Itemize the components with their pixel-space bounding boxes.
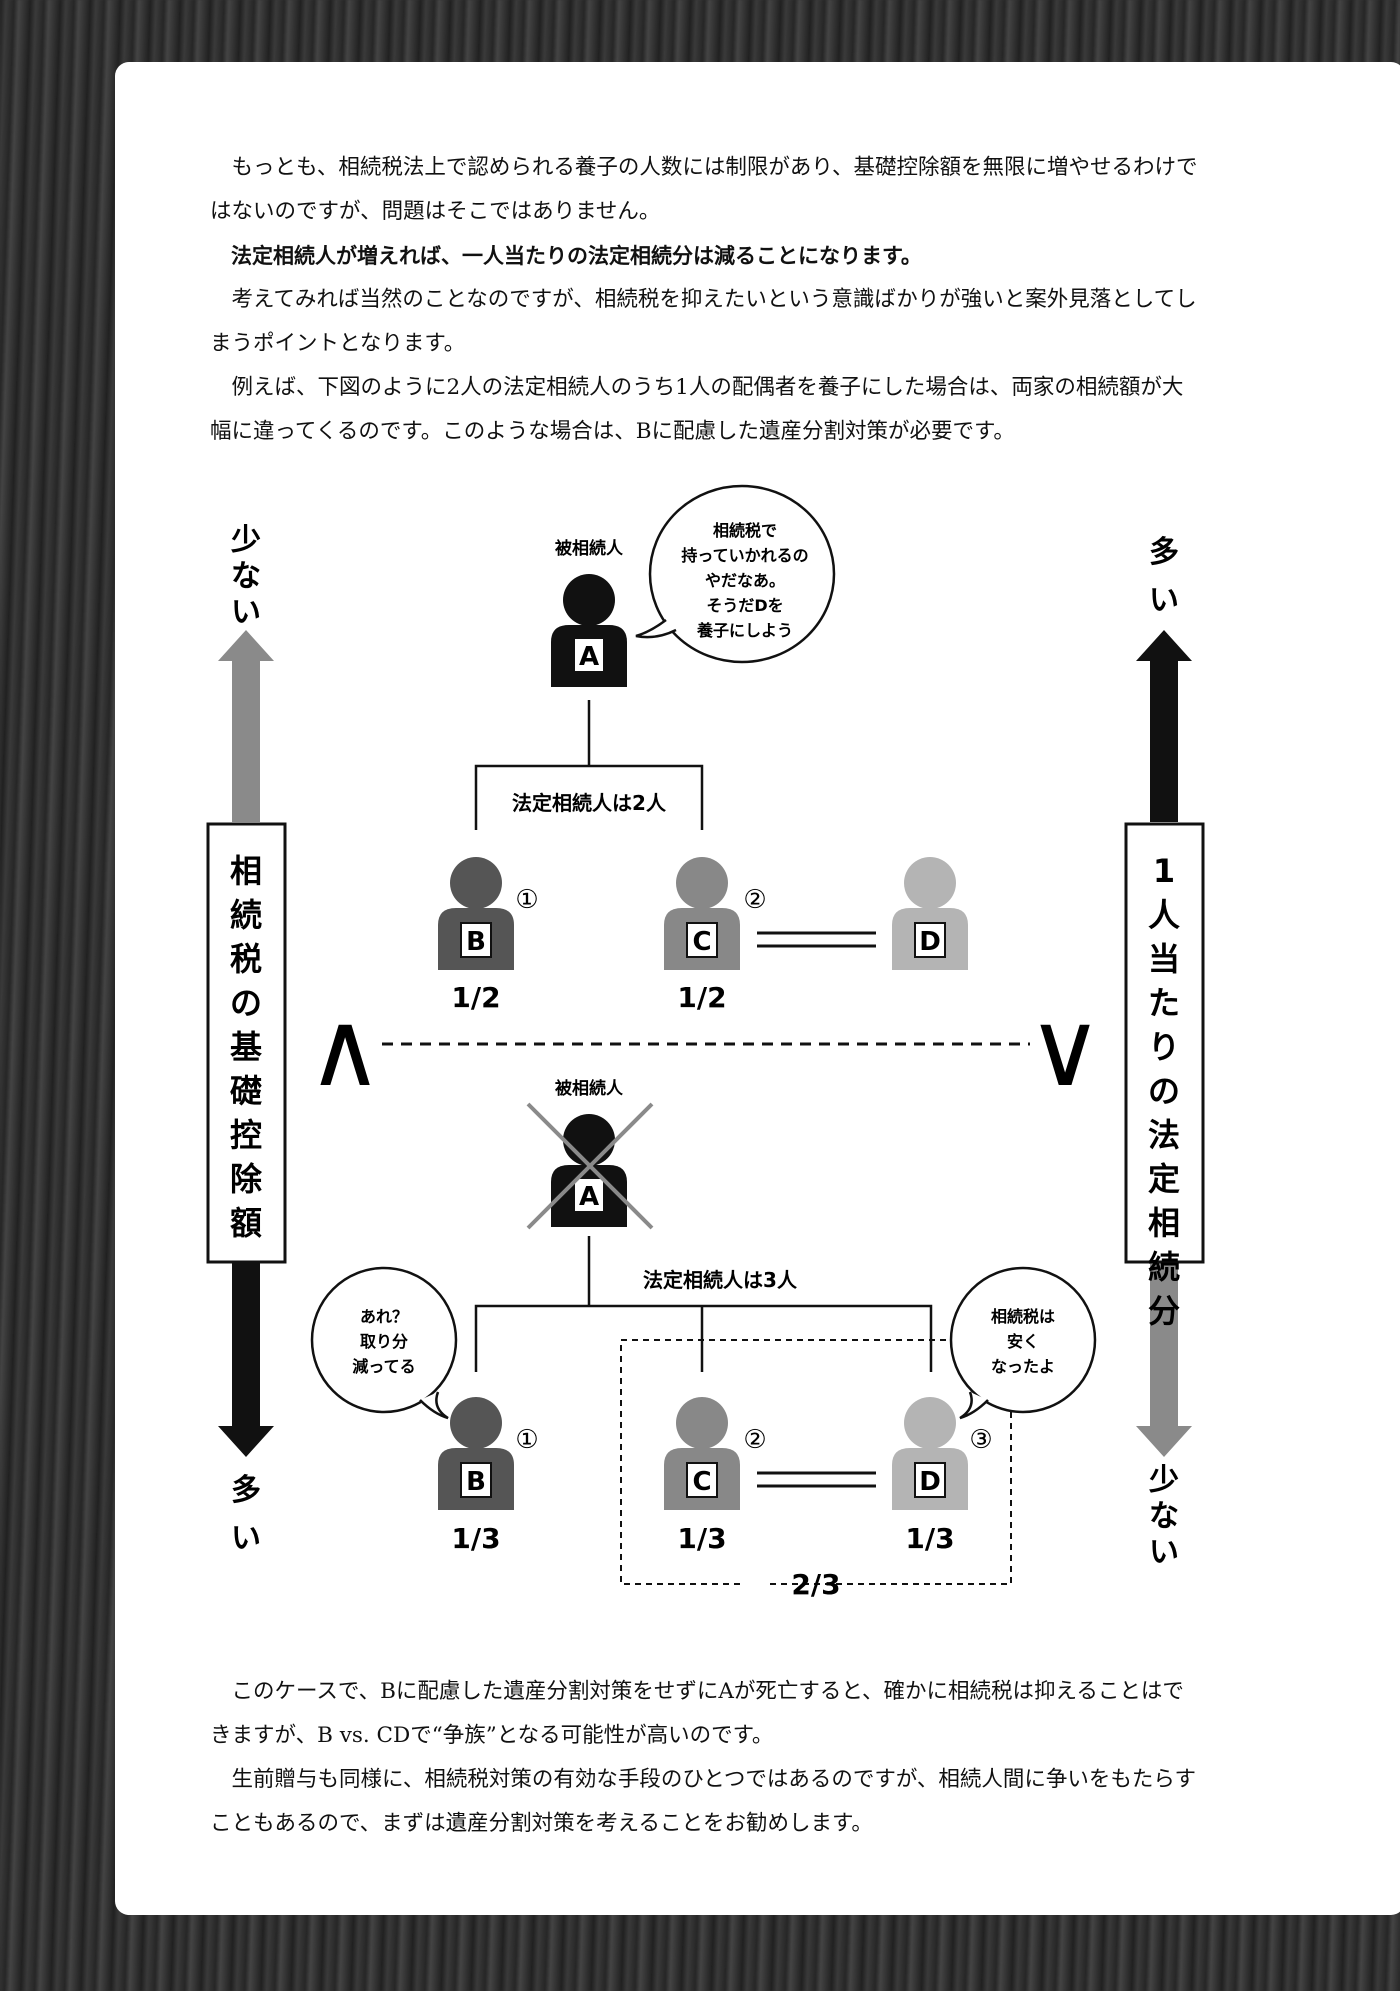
axis-char: 1: [1153, 852, 1175, 890]
paragraph: もっとも、相続税法上で認められる養子の人数には制限があり、基礎控除額を無限に増や…: [210, 155, 1198, 224]
heirs-count-label: 法定相続人は2人: [512, 791, 667, 815]
axis-char: 定: [1148, 1160, 1180, 1198]
right-axis-box: [1124, 822, 1205, 1264]
paragraph: 考えてみれば当然のことなのですが、相続税を抑えたいという意識ばかりが強いと案外見…: [210, 287, 1197, 356]
axis-char: い: [231, 595, 261, 630]
axis-char: 当: [1148, 940, 1180, 978]
person-c-letter: C: [692, 927, 711, 957]
right-axis-bottom-label: 少ない: [1149, 1463, 1179, 1570]
bubble-line: あれ？: [360, 1307, 408, 1326]
axis-char: 相: [1148, 1204, 1180, 1242]
arrow-up-light-icon: [218, 630, 274, 822]
axis-char: い: [231, 1521, 261, 1556]
decedent-label: 被相続人: [555, 538, 624, 559]
axis-char: 控: [230, 1116, 262, 1154]
paragraph-bold: 法定相続人が増えれば、一人当たりの法定相続分は減ることになります。: [231, 244, 922, 268]
axis-char: い: [1149, 583, 1179, 618]
person-d-letter: D: [919, 927, 941, 957]
decedent-label: 被相続人: [555, 1078, 624, 1099]
axis-char: 礎: [230, 1072, 262, 1110]
paragraph: このケースで、Bに配慮した遺産分割対策をせずにAが死亡すると、確かに相続税は抑え…: [210, 1679, 1184, 1748]
axis-char: 少: [1149, 1463, 1179, 1498]
left-axis-box: [206, 822, 287, 1264]
axis-char: の: [1148, 1072, 1180, 1110]
person-c-share: 1/2: [677, 981, 726, 1014]
person-b-share: 1/2: [451, 981, 500, 1014]
person-c-letter: C: [692, 1467, 711, 1497]
bubble-line: 減ってる: [352, 1357, 415, 1376]
axis-char: 少: [231, 523, 261, 558]
axis-char: 法: [1148, 1116, 1180, 1154]
axis-char: 額: [230, 1204, 262, 1242]
bubble-line: 持っていかれるの: [681, 546, 808, 565]
person-b-share: 1/3: [451, 1522, 500, 1555]
axis-char: り: [1148, 1028, 1180, 1066]
heirs-count-label: 法定相続人は3人: [643, 1268, 798, 1292]
person-b-letter: B: [466, 1467, 486, 1497]
axis-char: 除: [230, 1160, 263, 1198]
bubble-line: やだなあ。: [705, 571, 785, 590]
axis-char: 分: [1148, 1292, 1180, 1330]
axis-char: 続: [230, 896, 262, 934]
speech-bubble-top: [648, 484, 836, 664]
speech-bubble-left: [310, 1266, 458, 1414]
person-c-number: ②: [743, 1425, 766, 1455]
right-axis-box-label: 1 人当たりの法定相続分: [1148, 852, 1180, 1330]
person-c-number: ②: [743, 885, 766, 915]
person-b-number: ①: [515, 885, 538, 915]
axis-char: の: [230, 984, 262, 1022]
axis-char: 多: [231, 1473, 261, 1508]
bubble-line: 相続税で: [713, 521, 777, 540]
less-than-right: ∨: [1027, 988, 1103, 1110]
axis-char: 多: [1149, 535, 1179, 570]
left-axis-top-label: 少ない: [231, 523, 261, 630]
axis-char: 人: [1148, 896, 1180, 934]
cd-group-share: 2/3: [791, 1568, 840, 1601]
right-axis-top-label: 多い: [1149, 535, 1179, 618]
person-c-share: 1/3: [677, 1522, 726, 1555]
person-a-letter: A: [579, 642, 599, 672]
axis-char: 税: [230, 940, 262, 978]
axis-char: 基: [230, 1028, 262, 1066]
bubble-line: そうだDを: [706, 596, 783, 615]
axis-char: 相: [230, 852, 262, 890]
person-d-share: 1/3: [905, 1522, 954, 1555]
bubble-line: なったよ: [991, 1357, 1055, 1376]
arrow-down-dark-icon: [218, 1262, 274, 1457]
paragraph: 生前贈与も同様に、相続税対策の有効な手段のひとつではあるのですが、相続人間に争い…: [210, 1767, 1196, 1836]
person-a-letter: A: [579, 1182, 599, 1212]
bubble-line: 相続税は: [991, 1307, 1055, 1326]
person-b-number: ①: [515, 1425, 538, 1455]
person-d-number: ③: [969, 1425, 992, 1455]
top-text-block: もっとも、相続税法上で認められる養子の人数には制限があり、基礎控除額を無限に増や…: [210, 146, 1200, 454]
axis-char: い: [1149, 1535, 1179, 1570]
paragraph: 例えば、下図のように2人の法定相続人のうち1人の配偶者を養子にした場合は、両家の…: [210, 375, 1184, 444]
person-d-letter: D: [919, 1467, 941, 1497]
greater-than-left: ∧: [307, 988, 383, 1110]
cd-group-box: [620, 1339, 1012, 1585]
axis-char: 続: [1148, 1248, 1180, 1286]
bubble-line: 安く: [1007, 1332, 1039, 1351]
bottom-text-block: このケースで、Bに配慮した遺産分割対策をせずにAが死亡すると、確かに相続税は抑え…: [210, 1670, 1200, 1846]
left-axis-bottom-label: 多い: [231, 1473, 261, 1556]
speech-bubble-right: [949, 1266, 1097, 1414]
bubble-line: 養子にしよう: [696, 621, 793, 640]
axis-char: な: [1149, 1499, 1179, 1534]
arrow-down-light-icon: [1136, 1262, 1192, 1457]
arrow-up-dark-icon: [1136, 630, 1192, 822]
bubble-line: 取り分: [360, 1332, 408, 1351]
axis-char: な: [231, 559, 261, 594]
axis-char: た: [1148, 984, 1180, 1022]
person-b-letter: B: [466, 927, 486, 957]
